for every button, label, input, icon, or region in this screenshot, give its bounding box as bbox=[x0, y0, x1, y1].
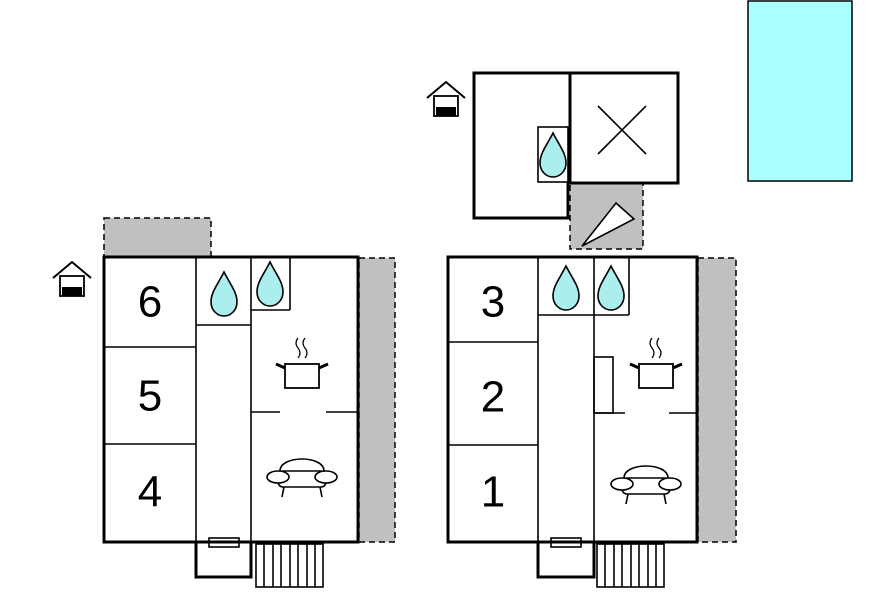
right-unit-walls bbox=[446, 255, 699, 544]
stairs-icon bbox=[596, 543, 665, 588]
left-unit: 6 5 4 bbox=[102, 217, 396, 588]
room-number: 1 bbox=[481, 468, 505, 517]
right-entry-porch bbox=[536, 542, 596, 579]
water-drop-icon bbox=[597, 265, 625, 311]
room-number: 6 bbox=[138, 278, 162, 327]
pool bbox=[747, 0, 853, 182]
left-entry-porch bbox=[194, 542, 253, 579]
water-drop-icon bbox=[210, 271, 238, 317]
left-unit-walls bbox=[102, 255, 360, 544]
house-entrance-icon bbox=[426, 81, 466, 117]
room-number: 3 bbox=[481, 278, 505, 327]
room-number: 5 bbox=[138, 372, 162, 421]
sofa-icon bbox=[610, 465, 682, 505]
right-terrace-side bbox=[697, 257, 737, 543]
water-drop-icon bbox=[552, 265, 580, 311]
sofa-icon bbox=[266, 458, 338, 498]
room-number: 2 bbox=[481, 373, 505, 422]
house-entrance-icon bbox=[52, 261, 92, 297]
room-number: 4 bbox=[138, 468, 162, 517]
annex-building bbox=[472, 71, 680, 250]
stairs-icon bbox=[255, 543, 324, 588]
right-unit: 3 2 1 bbox=[446, 255, 737, 588]
sun-lounger-icon bbox=[581, 201, 636, 247]
left-terrace-side bbox=[358, 257, 396, 543]
water-drop-icon bbox=[256, 261, 284, 307]
annex-walls bbox=[472, 71, 680, 220]
stove-pot-icon bbox=[628, 336, 684, 390]
water-drop-icon bbox=[539, 132, 567, 178]
left-terrace-top bbox=[103, 217, 212, 258]
stove-pot-icon bbox=[274, 336, 330, 390]
